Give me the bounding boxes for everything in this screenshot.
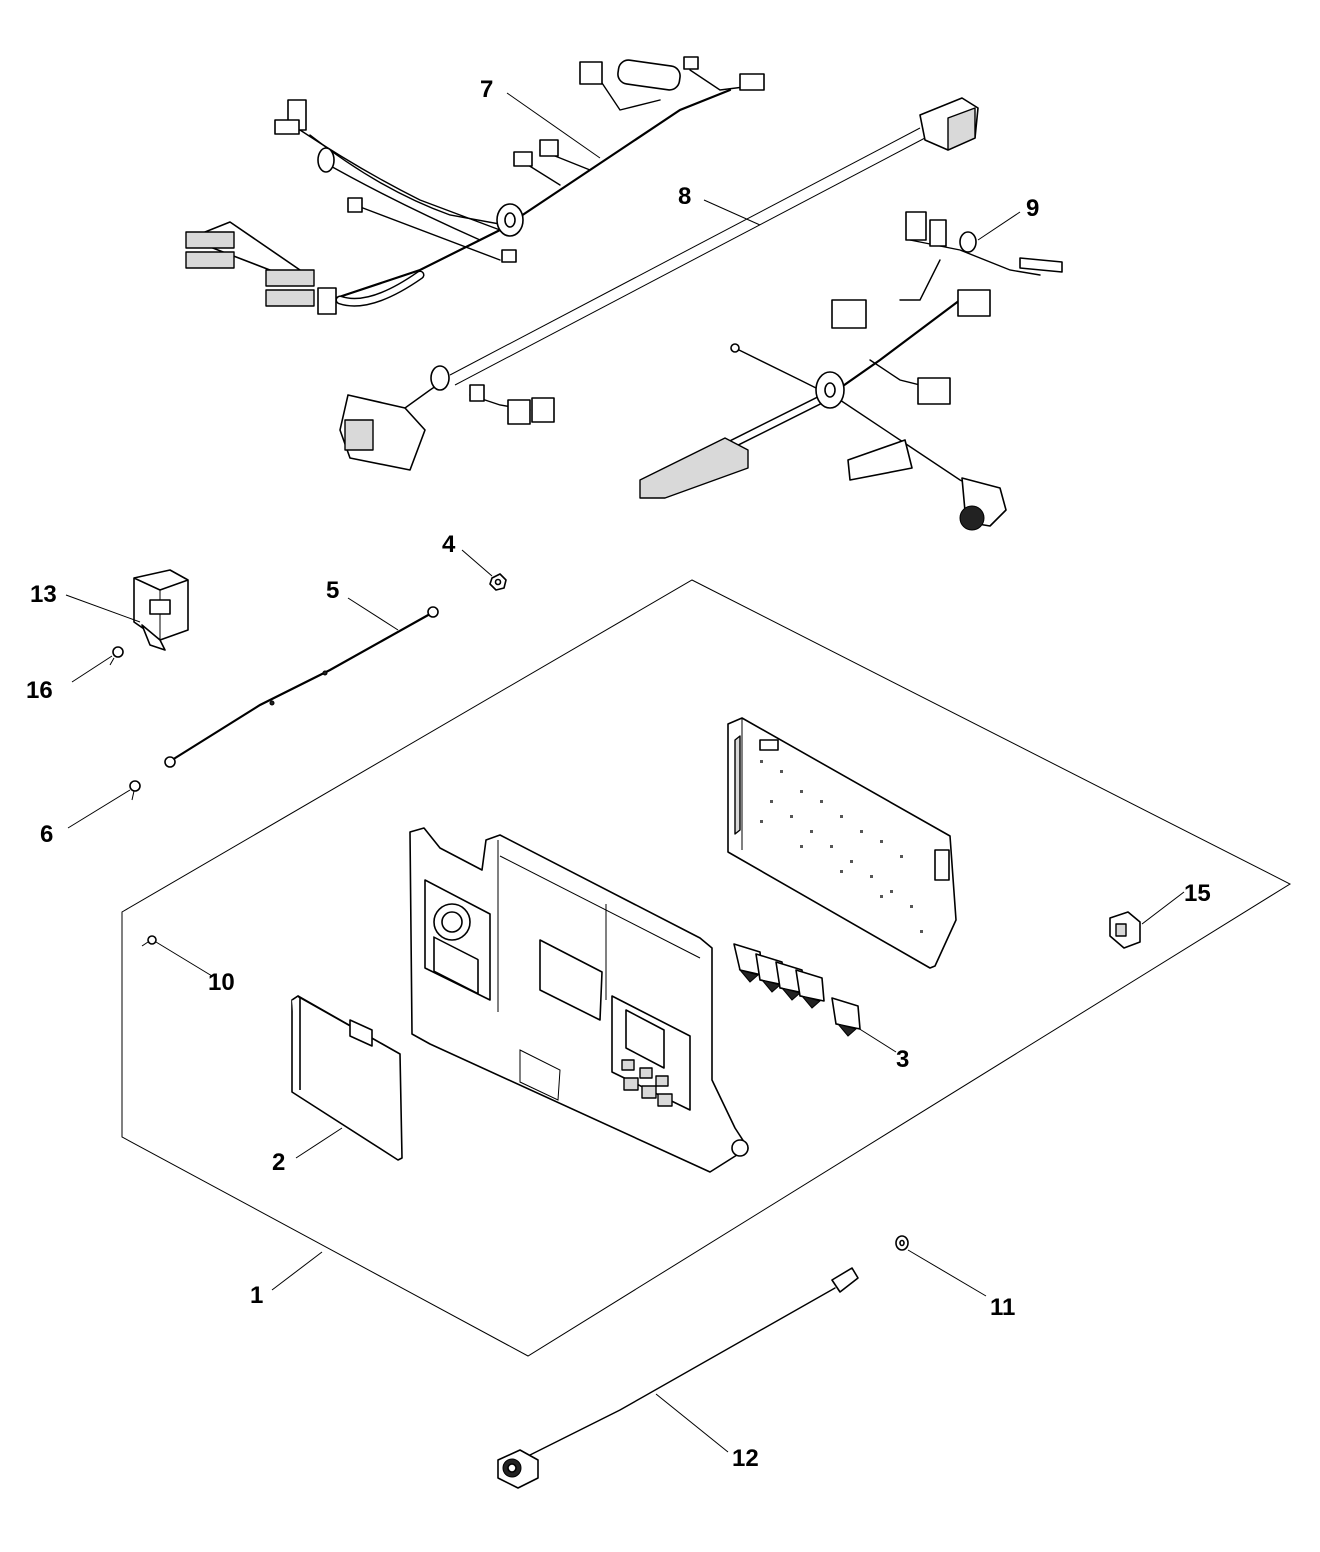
part-11-washer: [895, 1235, 909, 1251]
part-6-screw: [129, 780, 141, 801]
callout-7: 7: [480, 76, 493, 103]
part-3-knobs: [733, 943, 861, 1037]
callout-5: 5: [326, 577, 339, 604]
callout-12: 12: [732, 1445, 759, 1472]
callout-16: 16: [26, 677, 53, 704]
part-16-screw: [109, 646, 124, 666]
control-board: [727, 717, 957, 969]
part-4-nut: [489, 573, 507, 591]
part-13-bracket: [133, 569, 189, 651]
callout-9: 9: [1026, 195, 1039, 222]
callout-11: 11: [990, 1294, 1015, 1321]
part-2-cover-panel: [291, 995, 403, 1161]
callout-8: 8: [678, 183, 691, 210]
part-8-power-cord: [339, 97, 979, 471]
leader-lines: [65, 92, 1185, 1453]
callout-3: 3: [896, 1046, 909, 1073]
callout-10: 10: [208, 969, 235, 996]
callout-4: 4: [442, 531, 456, 558]
callout-1: 1: [250, 1282, 263, 1309]
callout-2: 2: [272, 1149, 285, 1176]
console-panel: [409, 827, 749, 1173]
part-7-wire-harness: [185, 56, 765, 315]
part-12-sensor-wire: [497, 1267, 859, 1489]
assembly-boundary: [121, 579, 1292, 1357]
callout-15: 15: [1184, 880, 1211, 907]
part-5-ground-wire: [164, 606, 439, 768]
callout-13: 13: [30, 581, 57, 608]
callout-6: 6: [40, 821, 53, 848]
part-10-screw: [141, 935, 157, 947]
part-9-wire-harness: [639, 211, 1063, 531]
callout-labels: 7 8 9 4 5 13 16 6 10 2 3 15 1 11 12: [26, 76, 1211, 1472]
part-15-clip: [1109, 911, 1141, 949]
